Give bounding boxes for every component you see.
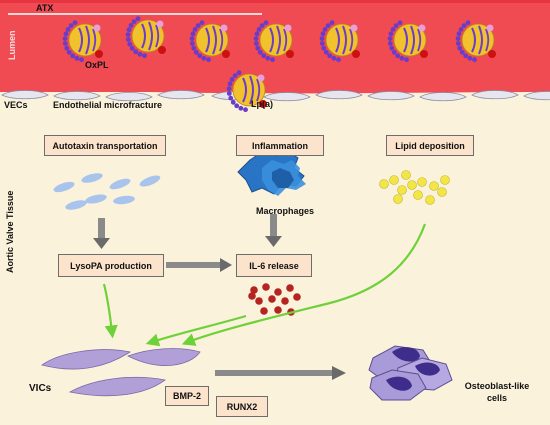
- vec-cell: [471, 90, 519, 100]
- oxpl-label: OxPL: [85, 60, 109, 70]
- vec-cell: [157, 90, 205, 100]
- vics-label: VICs: [29, 383, 52, 394]
- il6-dot: [262, 283, 270, 291]
- vec-cell: [367, 91, 415, 101]
- vec-cell: [315, 90, 363, 100]
- osteoblast-label-line1: Osteoblast-like: [464, 381, 530, 391]
- il6-dot: [274, 288, 282, 296]
- aortic-valve-tissue-label: Aortic Valve Tissue: [5, 190, 15, 273]
- vec-cell: [263, 92, 311, 102]
- lpa-label: Lp(a): [251, 99, 273, 109]
- lumen-label: Lumen: [7, 30, 17, 60]
- il6-dot: [255, 297, 263, 305]
- lipoprotein: [226, 70, 267, 113]
- lipid-droplet: [437, 187, 447, 197]
- lipoprotein: [319, 20, 360, 63]
- lipoprotein: [387, 20, 428, 63]
- lipoprotein-group: [62, 16, 496, 113]
- lipoprotein: [189, 20, 230, 63]
- autotaxin-cell: [53, 181, 75, 193]
- lipoprotein: [455, 20, 496, 63]
- lipid-droplet: [413, 190, 423, 200]
- lipid-droplet: [401, 170, 411, 180]
- osteoblast-label-line2: cells: [486, 393, 508, 403]
- lipid-droplet: [407, 180, 417, 190]
- autotaxin-cell: [81, 173, 103, 183]
- il6-dot: [281, 297, 289, 305]
- autotaxin-cell: [65, 200, 87, 210]
- lipid-droplet: [417, 177, 427, 187]
- il6-dot: [293, 293, 301, 301]
- lipid-deposition-box: Lipid deposition: [386, 135, 474, 156]
- bmp2-box: BMP-2: [165, 386, 209, 406]
- vec-cell: [105, 92, 153, 102]
- il6-dot: [248, 292, 256, 300]
- autotaxin-cell: [85, 194, 107, 204]
- il6-dot: [286, 284, 294, 292]
- autotaxin-cell: [139, 175, 161, 187]
- il6-dot: [274, 306, 282, 314]
- vec-cell: [523, 91, 550, 101]
- lipoprotein: [125, 16, 166, 59]
- osteoblast-like-cells: [368, 345, 453, 401]
- lipid-droplets: [379, 170, 450, 205]
- il6-dot: [250, 286, 258, 294]
- macrophages-label: Macrophages: [256, 206, 315, 216]
- vec-cell: [419, 92, 467, 102]
- endothelial-microfracture-label: Endothelial microfracture: [53, 100, 163, 110]
- inflammation-box: Inflammation: [236, 135, 324, 156]
- autotaxin-cell: [109, 178, 131, 190]
- lipoprotein: [253, 20, 294, 63]
- lipid-droplet: [440, 175, 450, 185]
- il6-cytokine-dots: [248, 283, 301, 316]
- vec-cell: [1, 90, 49, 100]
- lipid-droplet: [379, 179, 389, 189]
- vic-cells: [41, 348, 201, 397]
- vec-cell: [53, 91, 101, 101]
- gray-arrows: [93, 214, 346, 380]
- il6-dot: [260, 307, 268, 315]
- atx-label: ATX: [36, 3, 54, 13]
- lipid-droplet: [389, 175, 399, 185]
- runx2-box: RUNX2: [216, 396, 268, 417]
- autotaxin-transportation-box: Autotaxin transportation: [44, 135, 166, 156]
- autotaxin-cells: [53, 173, 161, 210]
- lysopa-production-box: LysoPA production: [58, 254, 164, 277]
- lipid-droplet: [429, 181, 439, 191]
- green-arrows: [102, 223, 427, 347]
- vecs-label: VECs: [4, 100, 28, 110]
- autotaxin-cell: [113, 195, 135, 205]
- lipoprotein: [62, 20, 103, 63]
- lipid-droplet: [393, 194, 403, 204]
- lipid-droplet: [425, 195, 435, 205]
- il6-dot: [268, 295, 276, 303]
- lipid-droplet: [397, 185, 407, 195]
- il6-release-box: IL-6 release: [236, 254, 312, 277]
